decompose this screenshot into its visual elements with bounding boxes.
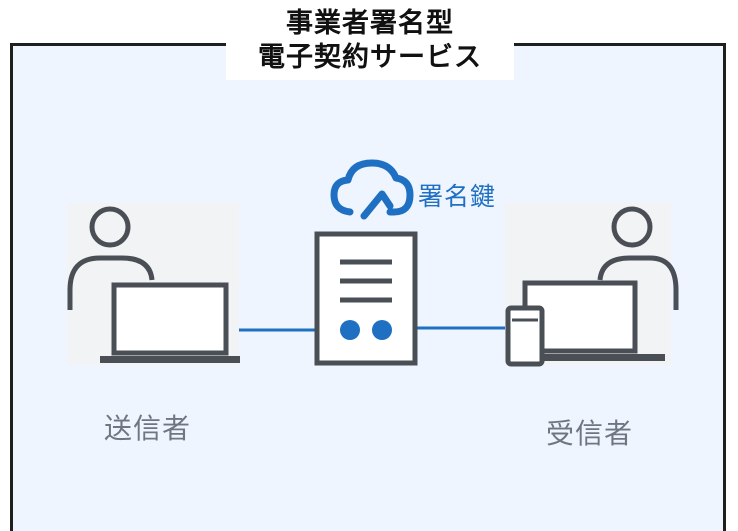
title-line-2: 電子契約サービス [258, 42, 482, 73]
person-laptop-phone-icon [505, 203, 679, 367]
diagram-title: 事業者署名型 電子契約サービス [226, 0, 514, 80]
signature-dot-right [372, 320, 392, 340]
person-laptop-icon [67, 203, 240, 365]
receiver-label: 受信者 [546, 417, 634, 450]
sender-label: 送信者 [104, 412, 192, 445]
cloud-key-icon [330, 159, 414, 220]
signature-dot-left [340, 320, 360, 340]
signing-key-label: 署名鍵 [418, 182, 497, 211]
document-icon [314, 231, 418, 366]
title-line-1: 事業者署名型 [286, 8, 454, 39]
connection-lines [228, 326, 506, 332]
